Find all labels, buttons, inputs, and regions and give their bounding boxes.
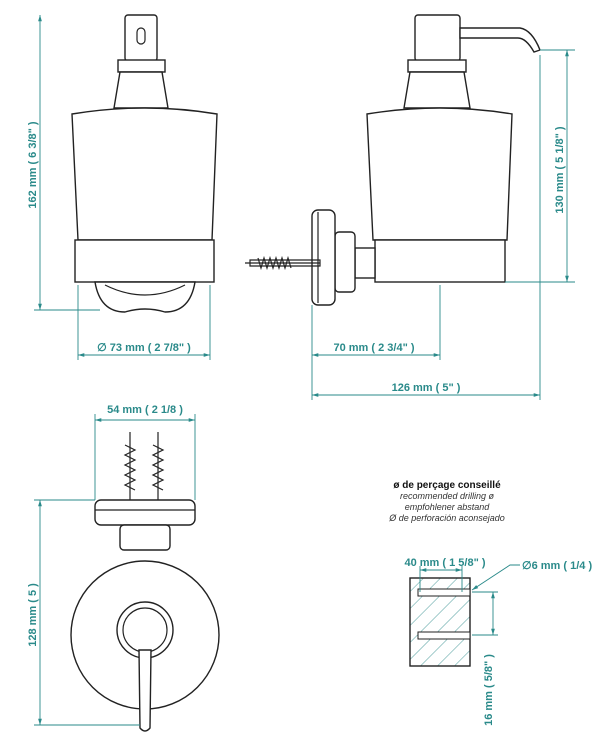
drilling-diagram: 40 mm ( 1 5/8" ) ∅6 mm ( 1/4 ) 16 mm ( 5… [404, 557, 592, 726]
dim-label-40: 40 mm ( 1 5/8" ) [404, 557, 485, 569]
side-view [245, 14, 541, 306]
dim-label-130: 130 mm ( 5 1/8" ) [554, 126, 566, 213]
drilling-en: recommended drilling ø [400, 491, 495, 501]
dim-label-54: 54 mm ( 2 1/8 ) [107, 404, 183, 416]
wall-view [70, 432, 220, 732]
drilling-es: Ø de perforación aconsejado [388, 513, 505, 523]
dim-wall-height: 128 mm ( 5 ) [27, 499, 140, 726]
dim-depth-total: 126 mm ( 5" ) [312, 55, 541, 400]
dim-label-126: 126 mm ( 5" ) [392, 382, 461, 394]
dim-label-70: 70 mm ( 2 3/4" ) [333, 342, 414, 354]
dim-label-6mm: ∅6 mm ( 1/4 ) [522, 560, 592, 572]
dim-plate-width: 54 mm ( 2 1/8 ) [94, 404, 196, 500]
dim-diameter: ∅ 73 mm ( 2 7/8" ) [77, 285, 211, 360]
drilling-note: ø de perçage conseillé recommended drill… [388, 480, 505, 523]
drilling-title: ø de perçage conseillé [393, 480, 501, 491]
drilling-de: empfohlener abstand [405, 502, 491, 512]
dim-label-128: 128 mm ( 5 ) [27, 583, 39, 647]
front-view [71, 14, 218, 313]
dim-height-total: 162 mm ( 6 3/8" ) [27, 15, 100, 311]
dim-projection: 70 mm ( 2 3/4" ) [311, 285, 441, 400]
dim-label-73: ∅ 73 mm ( 2 7/8" ) [97, 342, 191, 354]
dim-height-side: 130 mm ( 5 1/8" ) [505, 49, 575, 283]
dim-label-16: 16 mm ( 5/8" ) [483, 654, 495, 726]
dim-label-162: 162 mm ( 6 3/8" ) [27, 121, 39, 208]
